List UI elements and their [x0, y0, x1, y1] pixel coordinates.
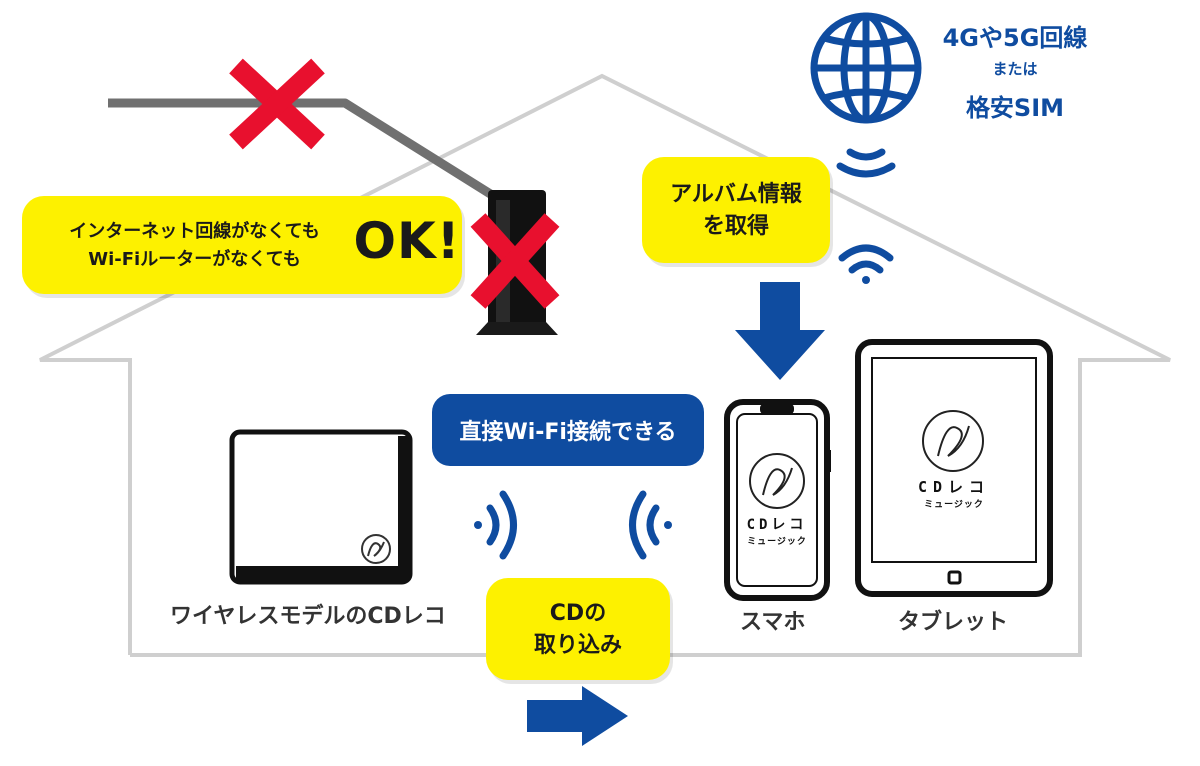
tablet-logo-line1: CDレコ [917, 478, 991, 496]
wifi-signal-icon-up [838, 244, 894, 284]
tablet-label: タブレット [898, 610, 1009, 635]
tablet-device [855, 339, 1053, 597]
ok-bubble-line2: Wi-Fiルーターがなくても [88, 249, 301, 270]
phone-logo-line2: ミュージック [747, 537, 807, 547]
globe-icon [810, 12, 922, 124]
wifi-signal-icon-cdreco [474, 490, 517, 560]
network-line3: 格安SIM [965, 94, 1065, 122]
network-line2: または [992, 60, 1038, 78]
cd-import-line1: CDの [549, 601, 607, 626]
ok-text: OK! [353, 212, 461, 270]
phone-label: スマホ [740, 610, 806, 635]
phone-logo-line1: CDレコ [746, 517, 808, 533]
direct-wifi-bubble: 直接Wi-Fi接続できる [432, 394, 704, 466]
network-line1: 4Gや5G回線 [942, 24, 1088, 52]
cdreco-label: ワイヤレスモデルのCDレコ [170, 604, 446, 629]
cdreco-logo-icon-tablet [922, 410, 984, 472]
cdreco-logo-icon [361, 534, 391, 564]
cd-import-line2: 取り込み [533, 633, 622, 658]
arrow-down-icon [735, 282, 825, 380]
direct-wifi-text: 直接Wi-Fi接続できる [459, 420, 677, 445]
cdreco-logo-icon-phone [749, 453, 805, 509]
album-bubble-line1: アルバム情報 [670, 182, 802, 207]
smartphone-device [724, 399, 831, 601]
album-bubble: アルバム情報 を取得 [642, 157, 830, 263]
wifi-signal-icon-phone [629, 490, 672, 560]
arrow-right-icon [527, 686, 628, 746]
internet-cable [108, 98, 503, 204]
tablet-logo-line2: ミュージック [924, 500, 984, 510]
cdreco-device [229, 429, 413, 585]
cross-icon-router [470, 213, 560, 309]
cd-import-bubble: CDの 取り込み [486, 578, 670, 680]
house-outline [39, 73, 1171, 657]
album-bubble-line2: を取得 [702, 214, 769, 239]
ok-bubble: インターネット回線がなくても Wi-Fiルーターがなくても OK! [22, 196, 462, 294]
ok-bubble-line1: インターネット回線がなくても [69, 221, 320, 242]
cross-icon-cable [229, 58, 325, 150]
wifi-signal-icon-down [836, 148, 896, 178]
